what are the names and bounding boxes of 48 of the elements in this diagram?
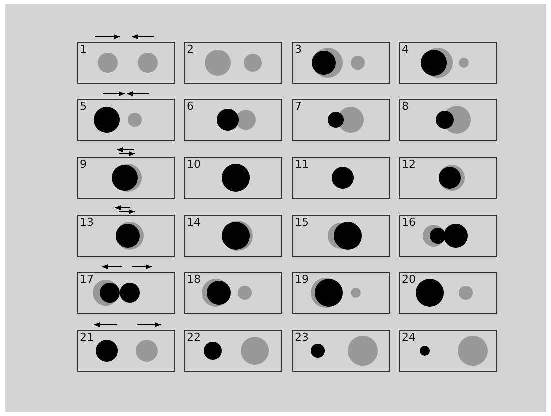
frame-panel	[184, 215, 282, 257]
frame-panel	[184, 272, 282, 314]
frame-number: 15	[295, 217, 309, 229]
frame-number: 18	[187, 274, 201, 286]
frame-number: 21	[80, 332, 94, 344]
frame-panel	[77, 42, 175, 84]
frame-number: 9	[80, 159, 87, 171]
frame-panel	[399, 272, 497, 314]
frame-panel	[292, 99, 390, 141]
frame-number: 19	[295, 274, 309, 286]
frame-number: 2	[187, 44, 194, 56]
frame-panel	[399, 330, 497, 372]
frame-number: 14	[187, 217, 201, 229]
frame-panel	[399, 215, 497, 257]
frame-number: 8	[402, 101, 409, 113]
frame-number: 7	[295, 101, 302, 113]
frame-panel	[77, 215, 175, 257]
frame-number: 10	[187, 159, 201, 171]
frame-number: 5	[80, 101, 87, 113]
frame-panel	[399, 99, 497, 141]
frame-panel	[292, 42, 390, 84]
frame-number: 16	[402, 217, 416, 229]
frame-number: 23	[295, 332, 309, 344]
frame-number: 6	[187, 101, 194, 113]
frame-panel	[77, 157, 175, 199]
frame-panel	[184, 42, 282, 84]
frame-number: 24	[402, 332, 416, 344]
frame-number: 1	[80, 44, 87, 56]
frame-number: 22	[187, 332, 201, 344]
frame-panel	[184, 157, 282, 199]
frame-panel	[77, 272, 175, 314]
frame-number: 17	[80, 274, 94, 286]
frame-number: 3	[295, 44, 302, 56]
frame-panel	[184, 99, 282, 141]
frame-panel	[292, 157, 390, 199]
frame-panel	[399, 157, 497, 199]
frame-number: 11	[295, 159, 309, 171]
frame-number: 13	[80, 217, 94, 229]
frame-panel	[292, 272, 390, 314]
frame-number: 20	[402, 274, 416, 286]
frame-panel	[399, 42, 497, 84]
frame-panel	[77, 330, 175, 372]
frame-panel	[184, 330, 282, 372]
frame-number: 4	[402, 44, 409, 56]
frame-panel	[77, 99, 175, 141]
frame-panel	[292, 330, 390, 372]
frame-number: 12	[402, 159, 416, 171]
frame-panel	[292, 215, 390, 257]
